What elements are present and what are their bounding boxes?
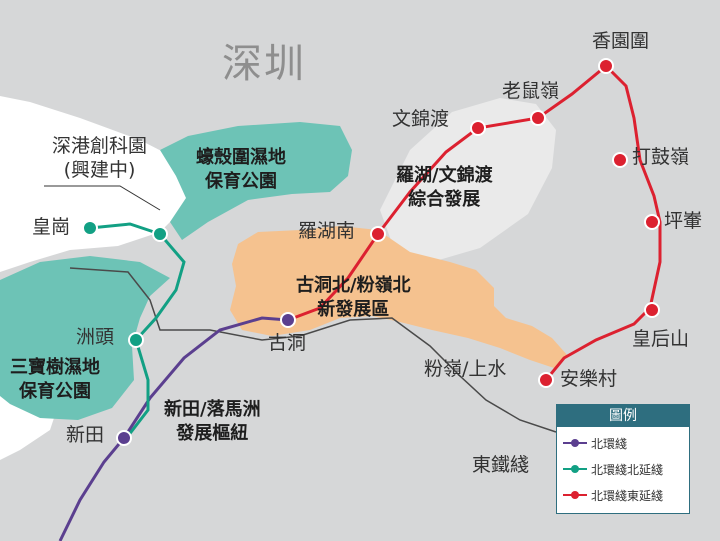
station-marker-wong-hau-shan[interactable] — [644, 302, 660, 318]
area-sam-po-shue: 三寶樹濕地 保育公園 — [10, 357, 100, 402]
station-label-ta-kwu-ling: 打鼓嶺 — [632, 146, 690, 168]
east-rail-line — [69, 267, 557, 433]
green-line — [89, 222, 186, 437]
area-hoi-ha: 蠔殼圍濕地 保育公園 — [196, 147, 286, 192]
area-kwu-tung-fanling: 古洞北/粉嶺北 新發展區 — [296, 275, 411, 320]
station-label-fanling: 粉嶺/上水 — [424, 358, 507, 380]
lo-wu-zone — [380, 98, 556, 262]
station-marker-lo-shue-ling[interactable] — [530, 110, 546, 126]
station-marker-ta-kwu-ling[interactable] — [612, 152, 628, 168]
station-marker-ping-che[interactable] — [644, 214, 660, 230]
station-label-kwu-tung: 古洞 — [268, 332, 307, 354]
station-marker-kwu-tung[interactable] — [280, 312, 296, 328]
wetland-sam-po-shue — [0, 256, 170, 420]
purple-line — [58, 316, 289, 541]
station-marker-wong-kong[interactable] — [82, 220, 98, 236]
legend-swatch-icon — [563, 439, 587, 447]
legend-item: 北環綫北延綫 — [563, 459, 689, 479]
station-marker-man-kam-to[interactable] — [470, 120, 486, 136]
station-marker-park[interactable] — [152, 226, 168, 242]
station-marker-lo-wu-south[interactable] — [370, 226, 386, 242]
sea-bay — [0, 96, 196, 272]
legend-swatch-icon — [563, 465, 587, 473]
east-rail-label: 東鐵綫 — [472, 454, 530, 476]
station-label-wong-hau-shan: 皇后山 — [632, 328, 690, 350]
station-label-lo-shue-ling: 老鼠嶺 — [502, 80, 560, 102]
station-label-on-lok-tsuen: 安樂村 — [560, 368, 618, 390]
legend: 圖例 北環綫 北環綫北延綫 北環綫東延綫 — [556, 404, 690, 514]
city-label: 深圳 — [222, 41, 306, 87]
legend-title: 圖例 — [557, 405, 689, 427]
legend-label: 北環綫東延綫 — [591, 488, 664, 503]
legend-item: 北環綫東延綫 — [563, 485, 689, 505]
park-note: 深港創科園 (興建中) — [52, 135, 148, 181]
station-label-heung-yuen-wai: 香園圍 — [592, 30, 650, 52]
station-marker-heung-yuen-wai[interactable] — [598, 58, 614, 74]
station-label-ping-che: 坪輋 — [664, 210, 703, 232]
station-label-lo-wu-south: 羅湖南 — [298, 220, 356, 242]
park-callout — [44, 185, 161, 211]
red-line — [287, 63, 662, 381]
area-lo-wu: 羅湖/文錦渡 綜合發展 — [396, 165, 493, 210]
area-san-tin: 新田/落馬洲 發展樞紐 — [164, 399, 261, 444]
legend-label: 北環綫 — [591, 436, 628, 451]
legend-label: 北環綫北延綫 — [591, 462, 664, 477]
station-label-chau-tau: 洲頭 — [76, 326, 115, 348]
legend-swatch-icon — [563, 491, 587, 499]
development-zone — [230, 226, 568, 368]
station-marker-san-tin[interactable] — [116, 430, 132, 446]
station-label-man-kam-to: 文錦渡 — [392, 108, 450, 130]
station-label-wong-kong: 皇崗 — [32, 216, 71, 238]
wetland-hoi-ha — [160, 122, 352, 240]
station-label-san-tin: 新田 — [66, 424, 105, 446]
station-marker-chau-tau[interactable] — [128, 332, 144, 348]
station-marker-on-lok-tsuen[interactable] — [538, 372, 554, 388]
legend-item: 北環綫 — [563, 433, 689, 453]
